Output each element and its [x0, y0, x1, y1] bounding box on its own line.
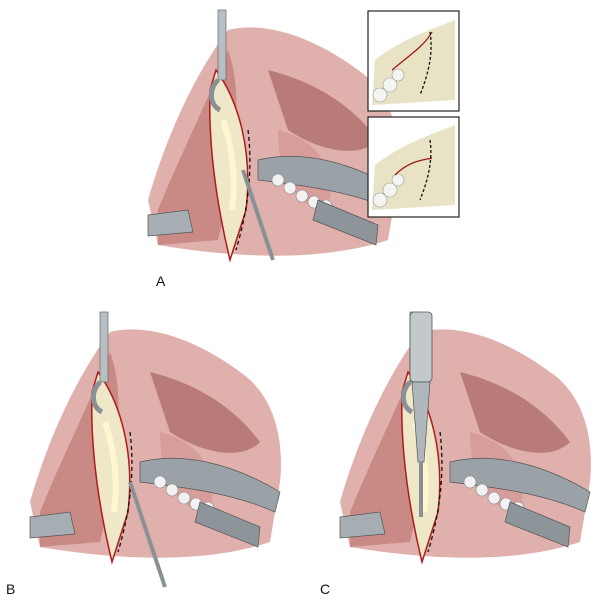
elevator-instrument: [128, 481, 167, 588]
inset-bottom: [367, 116, 460, 218]
elevator-instrument: [241, 169, 275, 261]
panel-label-a: A: [156, 273, 166, 289]
panel-b-illustration: [30, 312, 281, 588]
panel-c-illustration: [340, 312, 591, 562]
panel-a-illustration: [148, 10, 399, 260]
panel-label-b: B: [6, 581, 16, 597]
inset-top: [367, 10, 460, 112]
handpiece-drill: [409, 311, 433, 517]
panel-label-c: C: [320, 581, 331, 597]
